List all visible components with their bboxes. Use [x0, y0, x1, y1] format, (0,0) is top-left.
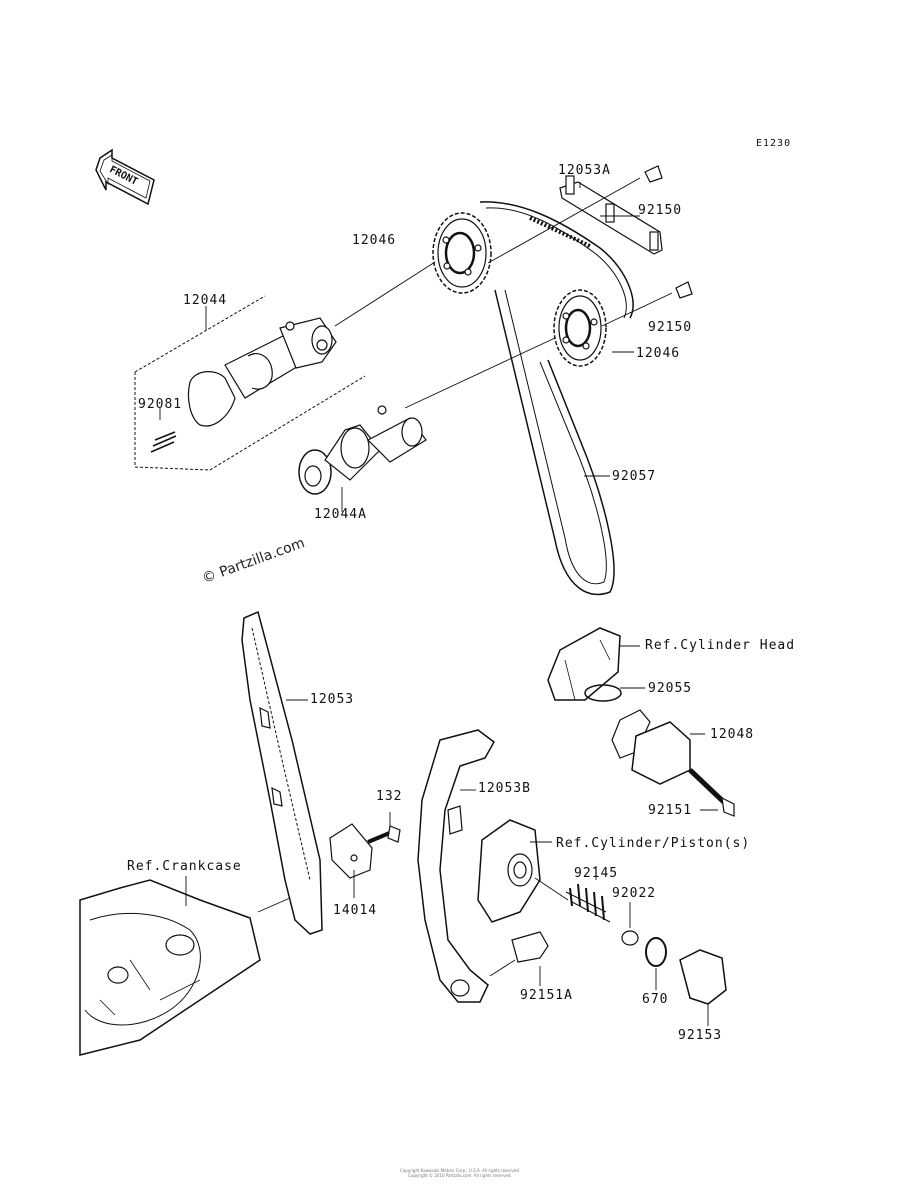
part-label-92150-mid: 92150 — [648, 320, 693, 335]
leader-lines-upper — [159, 177, 673, 512]
ref-cylinder-piston: Ref.Cylinder/Piston(s) — [556, 836, 751, 851]
copyright-footer: Copyright Kawasaki Motors Corp., U.S.A. … — [300, 1168, 620, 1178]
part-label-92055: 92055 — [648, 681, 693, 696]
tensioner-chain-guide — [241, 610, 323, 935]
camshaft-sprocket-lower — [553, 289, 607, 367]
part-label-12048: 12048 — [710, 727, 755, 742]
part-label-92057: 92057 — [612, 469, 657, 484]
ref-crankcase: Ref.Crankcase — [127, 859, 242, 874]
upper-chain-guide — [529, 165, 693, 299]
part-label-12044A: 12044A — [314, 507, 367, 522]
part-label-92081: 92081 — [138, 397, 183, 412]
part-label-12053A: 12053A — [558, 163, 611, 178]
part-label-14014: 14014 — [333, 903, 378, 918]
tensioner-holder — [477, 819, 727, 1026]
part-label-12046-top: 12046 — [352, 233, 397, 248]
part-label-12053: 12053 — [310, 692, 355, 707]
part-label-92153: 92153 — [678, 1028, 723, 1043]
part-label-92151A: 92151A — [520, 988, 573, 1003]
diagram-code: E1230 — [756, 138, 792, 149]
part-label-12044: 12044 — [183, 293, 228, 308]
ref-cylinder-head: Ref.Cylinder Head — [645, 638, 796, 653]
part-label-92022: 92022 — [612, 886, 657, 901]
part-label-92150-top: 92150 — [638, 203, 683, 218]
part-label-132: 132 — [376, 789, 403, 804]
camshaft-intake — [298, 405, 427, 495]
part-label-670: 670 — [642, 992, 669, 1007]
crankcase-reference — [79, 876, 291, 1056]
footer-line-1: Copyright Kawasaki Motors Corp., U.S.A. … — [400, 1168, 520, 1173]
chain-tensioner-guide — [417, 729, 495, 1003]
timing-chain — [479, 201, 634, 596]
front-direction-arrow-icon: FRONT — [95, 148, 155, 206]
camshaft-exhaust — [134, 295, 366, 471]
camshaft-sprocket-upper — [432, 212, 492, 294]
footer-line-2: Copyright © 2010 Partzilla.com. All righ… — [408, 1173, 512, 1178]
part-label-12053B: 12053B — [478, 781, 531, 796]
part-label-92145: 92145 — [574, 866, 619, 881]
part-label-12046-mid: 12046 — [636, 346, 681, 361]
part-label-92151: 92151 — [648, 803, 693, 818]
cam-chain-tensioner — [547, 627, 735, 817]
guide-bolt-and-spacer — [329, 812, 401, 898]
